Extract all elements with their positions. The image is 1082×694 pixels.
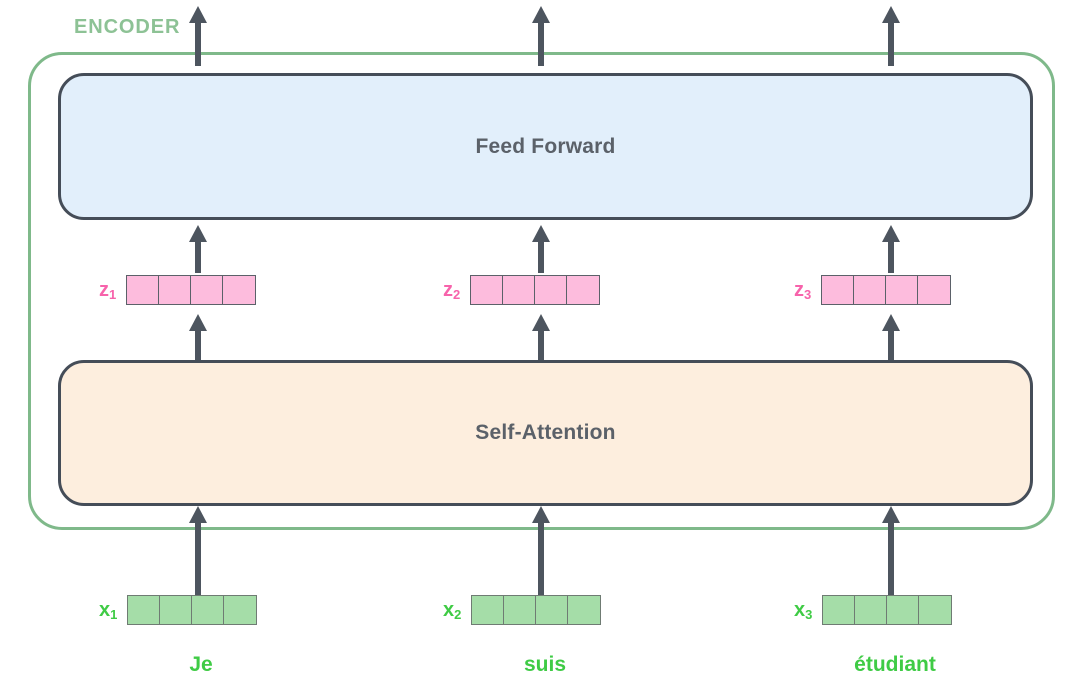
x-vector-3-label: x3	[794, 599, 813, 622]
x-vector-3-cells	[822, 595, 953, 625]
vector-cell	[855, 596, 888, 624]
vector-cell	[128, 596, 161, 624]
output-arrow-2	[529, 4, 553, 66]
x-vector-3: x3	[794, 595, 953, 625]
x-vector-1: x1	[99, 595, 258, 625]
vector-cell	[223, 276, 256, 304]
vector-cell	[568, 596, 601, 624]
vector-cell	[886, 276, 919, 304]
feed-forward-layer[interactable]: Feed Forward	[58, 73, 1033, 220]
vector-cell	[503, 276, 536, 304]
vector-cell	[918, 276, 951, 304]
x-vector-1-label: x1	[99, 599, 118, 622]
x-vector-2: x2	[443, 595, 602, 625]
z-vector-3-cells	[821, 275, 952, 305]
z-vector-3-label: z3	[794, 279, 812, 302]
z-to-feedforward-arrow-1	[186, 224, 210, 273]
z-vector-2-label: z2	[443, 279, 461, 302]
z-vector-1-label: z1	[99, 279, 117, 302]
self-attention-label: Self-Attention	[475, 421, 616, 444]
vector-cell	[471, 276, 504, 304]
selfattention-to-z-arrow-2	[529, 313, 553, 362]
vector-cell	[191, 276, 224, 304]
selfattention-to-z-arrow-1	[186, 313, 210, 362]
vector-cell	[224, 596, 257, 624]
word-label-1: Je	[189, 653, 213, 676]
z-vector-1: z1	[99, 275, 257, 305]
selfattention-to-z-arrow-3	[879, 313, 903, 362]
x-to-selfattention-arrow-3	[879, 505, 903, 595]
z-vector-2-cells	[470, 275, 601, 305]
vector-cell	[192, 596, 225, 624]
vector-cell	[504, 596, 537, 624]
x-vector-2-label: x2	[443, 599, 462, 622]
x-to-selfattention-arrow-2	[529, 505, 553, 595]
x-to-selfattention-arrow-1	[186, 505, 210, 595]
vector-cell	[472, 596, 505, 624]
vector-cell	[567, 276, 600, 304]
vector-cell	[160, 596, 193, 624]
vector-cell	[536, 596, 569, 624]
feed-forward-label: Feed Forward	[475, 134, 616, 158]
vector-cell	[823, 596, 856, 624]
vector-cell	[159, 276, 192, 304]
z-vector-1-cells	[126, 275, 257, 305]
output-arrow-1	[186, 4, 210, 66]
x-vector-2-cells	[471, 595, 602, 625]
encoder-label: ENCODER	[74, 16, 181, 38]
word-label-3: étudiant	[854, 653, 936, 676]
output-arrow-3	[879, 4, 903, 66]
z-vector-2: z2	[443, 275, 601, 305]
vector-cell	[822, 276, 855, 304]
vector-cell	[535, 276, 568, 304]
self-attention-layer[interactable]: Self-Attention	[58, 360, 1033, 506]
z-to-feedforward-arrow-3	[879, 224, 903, 273]
word-label-2: suis	[523, 653, 567, 676]
x-vector-1-cells	[127, 595, 258, 625]
vector-cell	[127, 276, 160, 304]
vector-cell	[854, 276, 887, 304]
z-vector-3: z3	[794, 275, 952, 305]
vector-cell	[887, 596, 920, 624]
z-to-feedforward-arrow-2	[529, 224, 553, 273]
vector-cell	[919, 596, 952, 624]
